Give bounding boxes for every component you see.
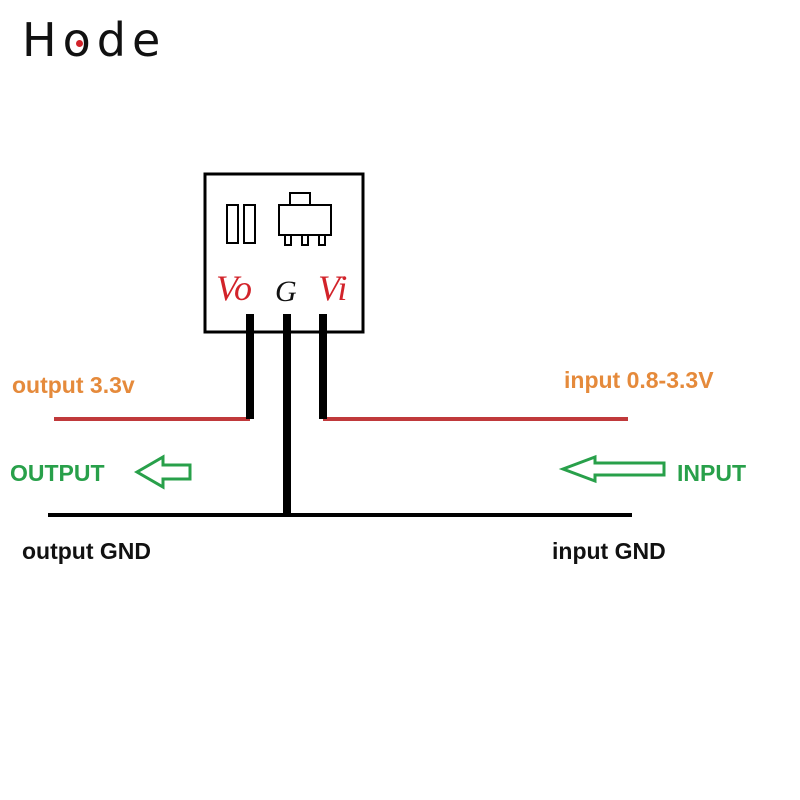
capacitor-pad-left-icon	[226, 204, 239, 244]
capacitor-pad-right-icon	[243, 204, 256, 244]
regulator-chip-icon	[278, 192, 332, 246]
output-gnd-label: output GND	[22, 538, 152, 564]
logo-red-dot	[75, 39, 83, 47]
input-direction-label: INPUT	[677, 460, 746, 486]
brand-logo: Hode	[22, 10, 166, 70]
output-voltage-label: output 3.3v	[12, 372, 135, 398]
pin-label-g: G	[275, 275, 297, 308]
input-voltage-label: input 0.8-3.3V	[564, 367, 714, 393]
pin-label-vo: Vo	[216, 268, 252, 308]
logo-letter-o: o	[63, 10, 97, 70]
pin-label-vi: Vi	[318, 268, 348, 308]
output-arrow-icon	[133, 454, 192, 490]
output-direction-label: OUTPUT	[10, 460, 105, 486]
logo-letter-h: H	[22, 13, 63, 67]
input-arrow-icon	[558, 454, 666, 484]
logo-letters-de: de	[96, 13, 167, 67]
input-gnd-label: input GND	[552, 538, 666, 564]
